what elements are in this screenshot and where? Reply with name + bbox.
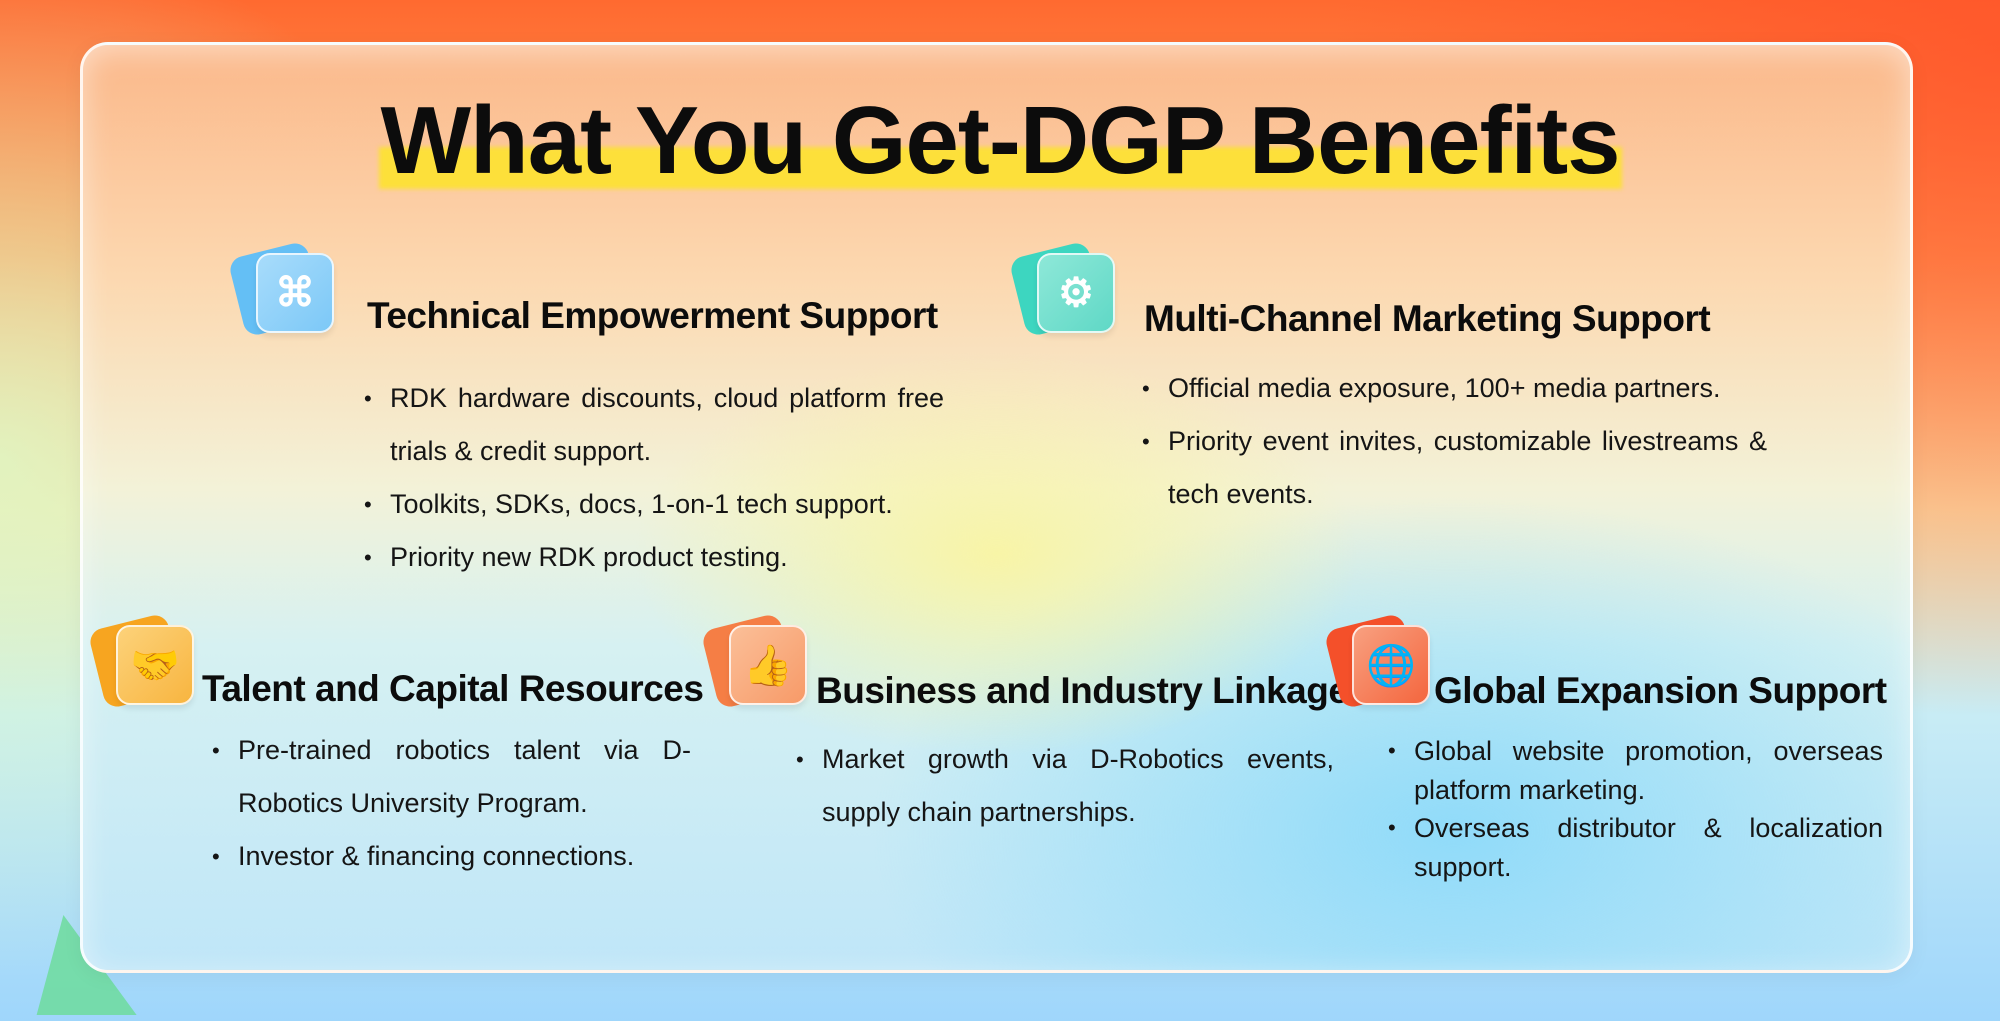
list-item: Global website promotion, overseas platf… — [1388, 732, 1883, 809]
list-item: Official media exposure, 100+ media part… — [1142, 362, 1767, 415]
section-heading-talent: Talent and Capital Resources — [198, 667, 708, 711]
section-heading-marketing: Multi-Channel Marketing Support — [1140, 297, 1715, 341]
thumbs-up-icon: 👍 — [700, 612, 807, 710]
list-item: Priority new RDK product testing. — [364, 531, 944, 584]
globe-icon: 🌐 — [1323, 612, 1430, 710]
handshake-icon: 🤝 — [87, 612, 194, 710]
bullet-list-global: Global website promotion, overseas platf… — [1388, 732, 1883, 886]
list-item: Toolkits, SDKs, docs, 1-on-1 tech suppor… — [364, 478, 944, 531]
list-item: Priority event invites, customizable liv… — [1142, 415, 1767, 521]
section-heading-technical: Technical Empowerment Support — [363, 294, 942, 338]
list-item: RDK hardware discounts, cloud platform f… — [364, 372, 944, 478]
title-highlight — [379, 147, 1622, 189]
bullet-list-talent: Pre-trained robotics talent via D-Roboti… — [212, 724, 691, 883]
list-item: Pre-trained robotics talent via D-Roboti… — [212, 724, 691, 830]
list-item: Overseas distributor & localization supp… — [1388, 809, 1883, 886]
list-item: Market growth via D-Robotics events, sup… — [796, 733, 1334, 839]
section-heading-global: Global Expansion Support — [1430, 669, 1891, 713]
bullet-list-technical: RDK hardware discounts, cloud platform f… — [364, 372, 944, 584]
list-item: Investor & financing connections. — [212, 830, 691, 883]
gear-hand-icon: ⚙ — [1008, 240, 1115, 338]
circuit-icon: ⌘ — [227, 240, 334, 338]
section-heading-business: Business and Industry Linkage — [812, 669, 1353, 713]
bullet-list-marketing: Official media exposure, 100+ media part… — [1142, 362, 1767, 521]
bullet-list-business: Market growth via D-Robotics events, sup… — [796, 733, 1334, 839]
page-title: What You Get-DGP Benefits — [380, 87, 1620, 194]
